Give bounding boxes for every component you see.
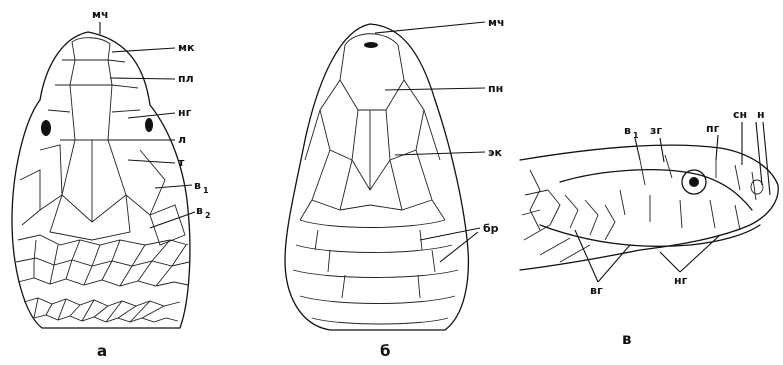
label-v1-c-sub: 1 <box>633 131 639 140</box>
panel-letter-b: б <box>380 342 390 360</box>
label-l: л <box>178 133 186 146</box>
label-br: бр <box>483 222 499 235</box>
dorsal-view-drawing <box>12 32 190 328</box>
label-ng-c: нг <box>674 274 688 287</box>
label-mk: мк <box>178 41 195 54</box>
panel-letter-c: в <box>622 330 632 348</box>
label-pn: пн <box>488 82 503 95</box>
label-v1-c: в <box>624 124 631 137</box>
label-n: н <box>757 108 765 121</box>
label-mch-b: мч <box>488 16 505 29</box>
label-v1-a-sub: 1 <box>203 186 209 195</box>
label-v2: в <box>196 204 203 217</box>
label-t: т <box>178 156 185 169</box>
label-zg: зг <box>650 124 662 137</box>
label-vg: вг <box>590 284 603 297</box>
label-pg: пг <box>706 122 720 135</box>
lateral-view-drawing <box>520 145 778 270</box>
label-mch-a: мч <box>92 8 109 21</box>
label-v2-sub: 2 <box>205 211 211 220</box>
ventral-view-drawing <box>285 24 468 330</box>
ventral-view-leaders <box>375 22 485 262</box>
lateral-view-leaders <box>575 122 770 282</box>
label-ng-a: нг <box>178 106 192 119</box>
label-v1-a: в <box>194 179 201 192</box>
panel-letter-a: а <box>97 342 107 360</box>
label-sn: сн <box>733 108 747 121</box>
label-pl: пл <box>178 72 194 85</box>
label-ek: эк <box>488 146 503 159</box>
